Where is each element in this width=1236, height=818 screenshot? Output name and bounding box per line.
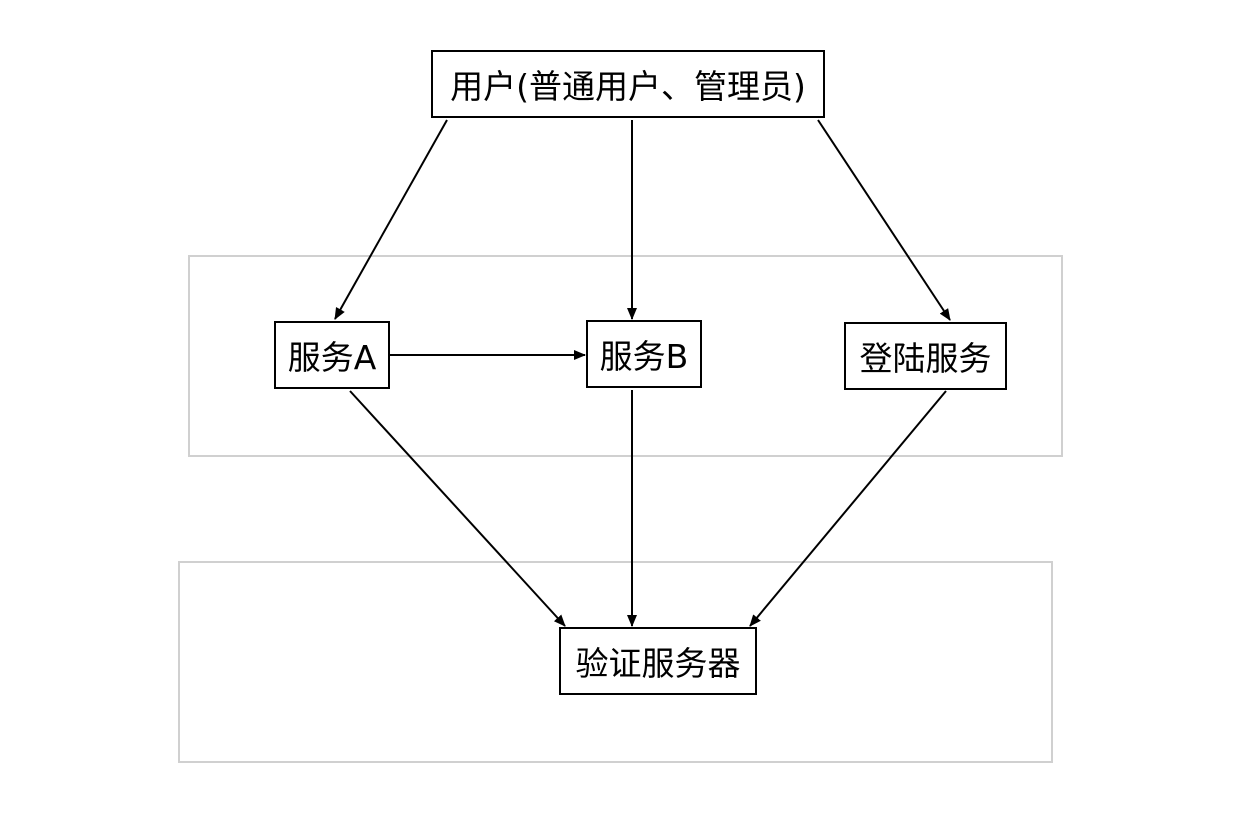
user-node-label: 用户(普通用户、管理员) xyxy=(450,67,806,106)
edge-user-to-service-a xyxy=(334,119,448,320)
service-a-node-label: 服务A xyxy=(287,338,377,377)
edge-user-to-login-service xyxy=(817,119,951,321)
service-a-node: 服务A xyxy=(274,321,390,389)
user-node: 用户(普通用户、管理员) xyxy=(431,50,825,118)
login-service-node: 登陆服务 xyxy=(844,322,1007,390)
edge-service-a-to-auth-server xyxy=(349,390,566,627)
auth-group-frame xyxy=(178,561,1053,763)
login-service-node-label: 登陆服务 xyxy=(859,339,992,378)
auth-server-node-label: 验证服务器 xyxy=(575,644,741,683)
edge-login-service-to-auth-server xyxy=(749,390,947,627)
service-b-node-label: 服务B xyxy=(599,337,689,376)
service-b-node: 服务B xyxy=(586,320,702,388)
services-group-frame xyxy=(188,255,1063,457)
auth-server-node: 验证服务器 xyxy=(559,627,757,695)
